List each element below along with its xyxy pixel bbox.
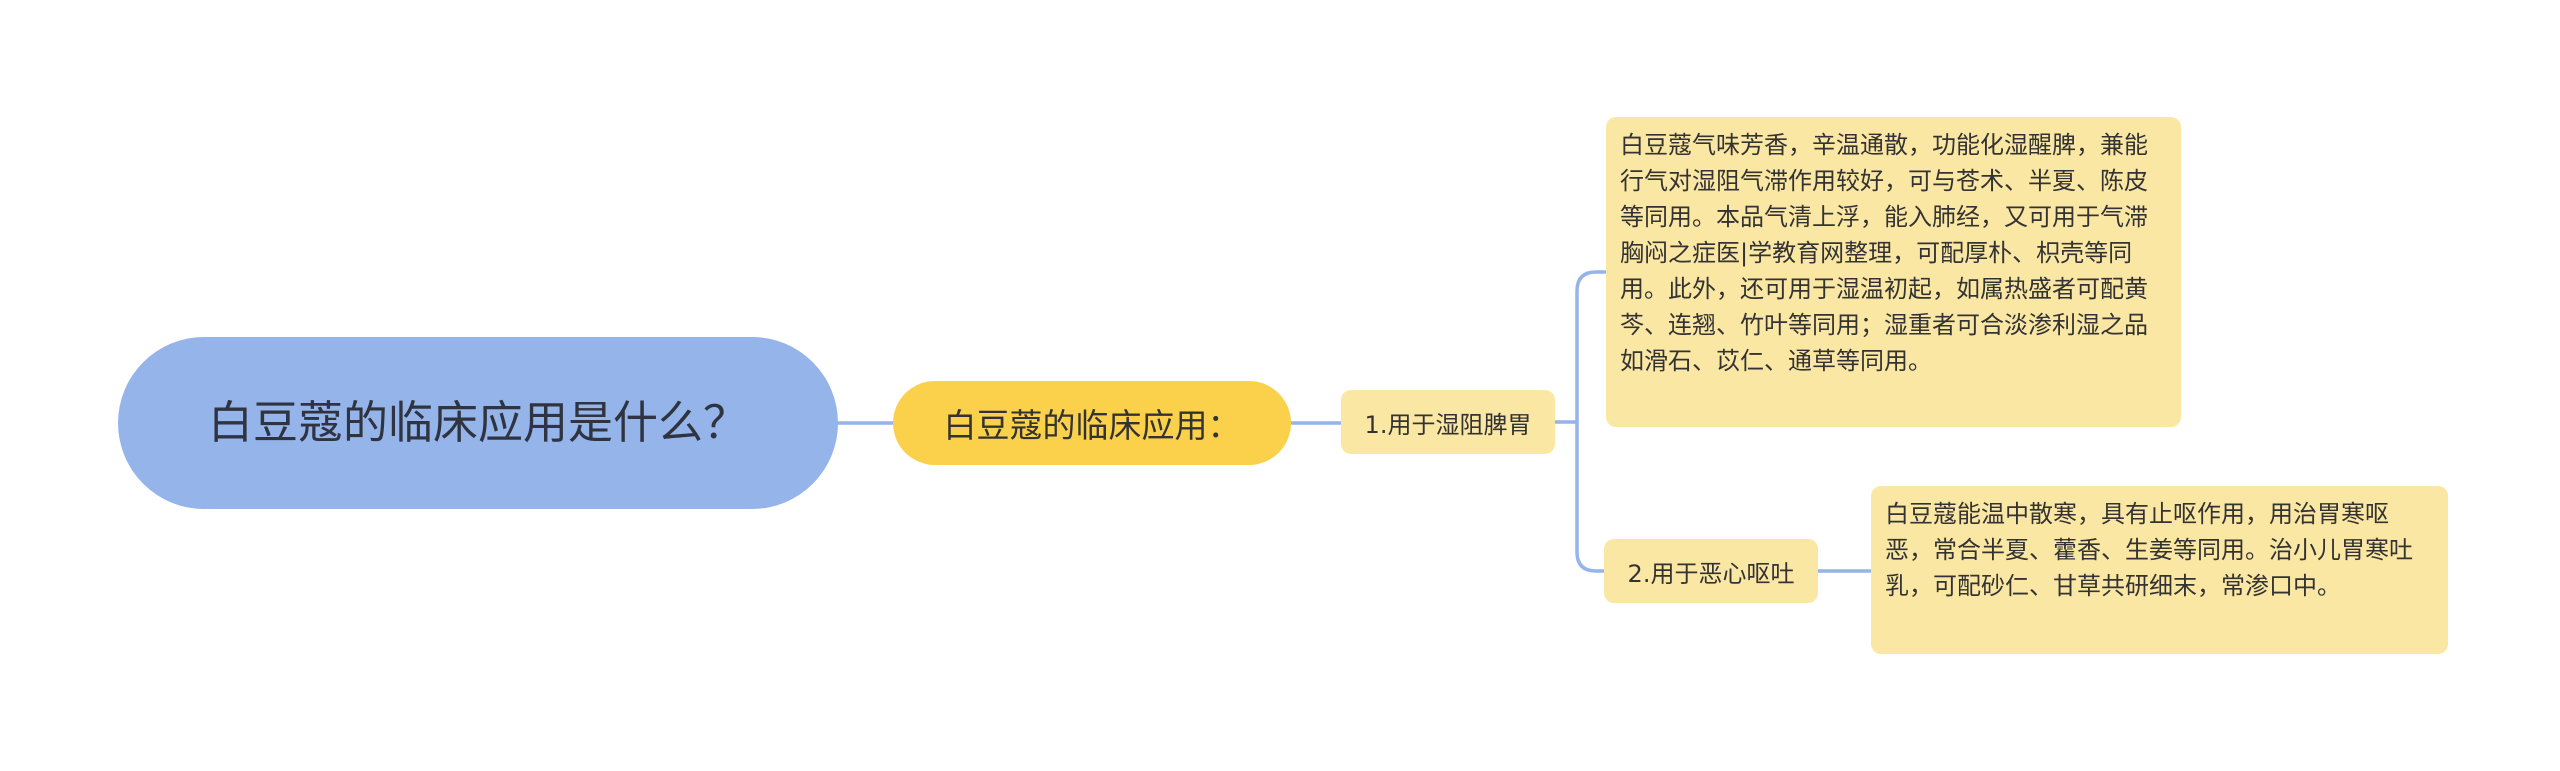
subtopic-damp-obstruction[interactable]: 1.用于湿阻脾胃 (1341, 390, 1555, 454)
root-topic-label: 白豆蔻的临床应用是什么？ (207, 396, 748, 449)
branch-topic-label: 白豆蔻的临床应用： (943, 406, 1241, 445)
subtopic-label: 2.用于恶心呕吐 (1627, 559, 1795, 588)
detail-nausea-vomiting[interactable]: 白豆蔻能温中散寒，具有止呕作用，用治胃寒呕恶，常合半夏、藿香、生姜等同用。治小儿… (1871, 486, 2448, 654)
branch-topic[interactable]: 白豆蔻的临床应用： (893, 381, 1291, 465)
detail-text: 白豆蔻气味芳香，辛温通散，功能化湿醒脾，兼能行气对湿阻气滞作用较好，可与苍术、半… (1620, 131, 2148, 375)
subtopic-label: 1.用于湿阻脾胃 (1364, 410, 1532, 439)
subtopic-nausea-vomiting[interactable]: 2.用于恶心呕吐 (1604, 539, 1818, 603)
connector-bracket (1575, 270, 1608, 573)
detail-text: 白豆蔻能温中散寒，具有止呕作用，用治胃寒呕恶，常合半夏、藿香、生姜等同用。治小儿… (1885, 500, 2413, 600)
detail-damp-obstruction[interactable]: 白豆蔻气味芳香，辛温通散，功能化湿醒脾，兼能行气对湿阻气滞作用较好，可与苍术、半… (1606, 117, 2181, 427)
root-topic[interactable]: 白豆蔻的临床应用是什么？ (118, 337, 838, 509)
